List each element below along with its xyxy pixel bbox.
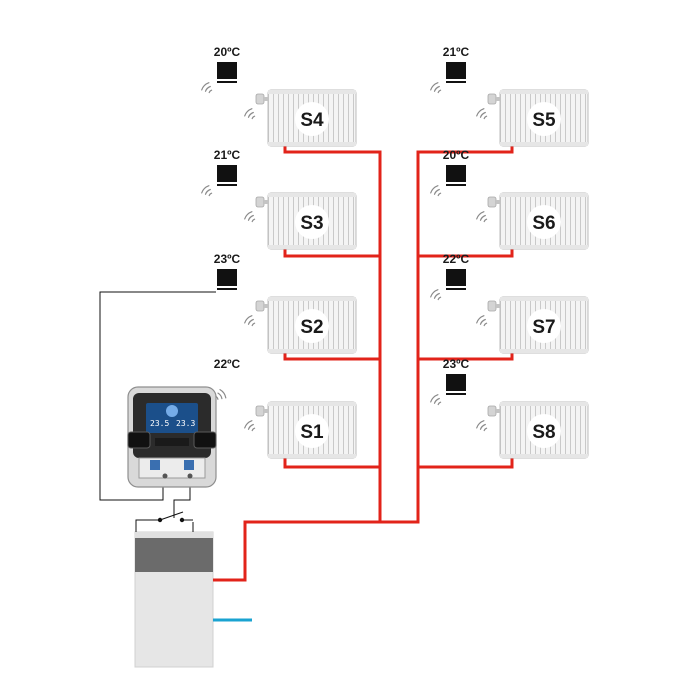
controller-display-right: 23.3 — [176, 419, 195, 428]
room-thermostat-icon — [446, 62, 466, 83]
room-thermostat-icon — [446, 374, 466, 395]
wireless-signal-icon — [215, 389, 227, 400]
wireless-signal-icon — [430, 82, 442, 94]
actuator-signal-icon — [476, 108, 488, 120]
zone-label: S4 — [300, 110, 324, 131]
zone-s2: 23ºC S2 — [214, 252, 357, 354]
boiler-top-panel — [135, 532, 213, 572]
zone-temperature: 23ºC — [443, 357, 470, 371]
wireless-signal-icon — [201, 185, 213, 197]
actuator-signal-icon — [476, 420, 488, 432]
zone-label: S1 — [300, 422, 324, 443]
wireless-signal-icon — [430, 185, 442, 197]
thermostatic-head-icon — [487, 300, 502, 312]
thermostatic-head-icon — [255, 93, 270, 105]
thermostatic-head-icon — [487, 196, 502, 208]
zone-badge — [295, 205, 329, 239]
zone-badge — [295, 102, 329, 136]
room-thermostat-icon — [217, 165, 237, 186]
room-thermostat-icon — [217, 62, 237, 83]
zone-temperature: 22ºC — [214, 357, 241, 371]
zones-layer: 22ºC S1 23ºC S2 21ºC S3 20ºC S4 21ºC S5 20ºC S6 22ºC… — [201, 45, 589, 459]
zone-badge — [527, 414, 561, 448]
thermostatic-head-icon — [255, 196, 270, 208]
zone-label: S8 — [532, 422, 555, 443]
zone-s4: 20ºC S4 — [201, 45, 357, 147]
zone-s8: 23ºC S8 — [430, 357, 589, 459]
relay-switch-icon — [136, 511, 194, 523]
thermostatic-head-icon — [487, 93, 502, 105]
boiler-lid — [135, 532, 213, 538]
wireless-signal-icon — [201, 82, 213, 94]
thermostatic-head-icon — [255, 300, 270, 312]
thermostatic-head-icon — [255, 405, 270, 417]
actuator-signal-icon — [476, 211, 488, 223]
actuator-signal-icon — [476, 315, 488, 327]
actuator-signal-icon — [244, 315, 256, 327]
zone-temperature: 21ºC — [214, 148, 241, 162]
zone-temperature: 20ºC — [443, 148, 470, 162]
zone-s7: 22ºC S7 — [430, 252, 589, 354]
zone-label: S3 — [300, 213, 323, 234]
zone-temperature: 23ºC — [214, 252, 241, 266]
zone-s5: 21ºC S5 — [430, 45, 589, 147]
zone-badge — [295, 309, 329, 343]
actuator-signal-icon — [244, 211, 256, 223]
actuator-signal-icon — [244, 108, 256, 120]
room-thermostat-icon — [217, 269, 237, 290]
controller-display-left: 23.5 — [150, 419, 169, 428]
zone-label: S6 — [532, 213, 555, 234]
zone-label: S2 — [300, 317, 323, 338]
thermostatic-head-icon — [487, 405, 502, 417]
actuator-signal-icon — [244, 420, 256, 432]
zone-temperature: 21ºC — [443, 45, 470, 59]
zone-s6: 20ºC S6 — [430, 148, 589, 250]
zone-badge — [527, 205, 561, 239]
wireless-signal-icon — [430, 289, 442, 301]
zone-badge — [527, 102, 561, 136]
controller-screen — [146, 403, 198, 433]
zone-badge — [527, 309, 561, 343]
zone-temperature: 20ºC — [214, 45, 241, 59]
wireless-signal-icon — [430, 394, 442, 406]
zone-label: S7 — [532, 317, 555, 338]
zone-badge — [295, 414, 329, 448]
zone-s1: 22ºC S1 — [214, 357, 357, 459]
zone-s3: 21ºC S3 — [201, 148, 357, 250]
room-thermostat-icon — [446, 165, 466, 186]
boiler — [134, 531, 214, 668]
controller-unit: 23.5 23.3 — [127, 386, 217, 488]
room-thermostat-icon — [446, 269, 466, 290]
zone-temperature: 22ºC — [443, 252, 470, 266]
zone-label: S5 — [532, 110, 556, 131]
